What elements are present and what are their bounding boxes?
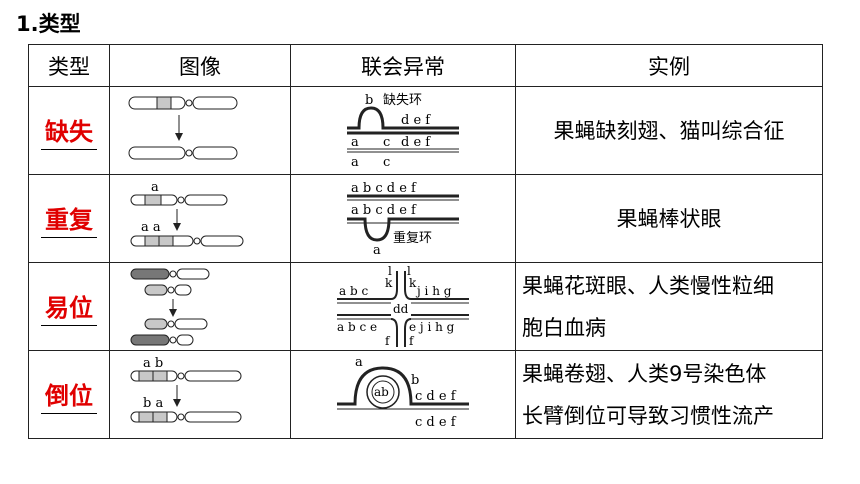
svg-text:f: f: [385, 334, 391, 348]
svg-text:b: b: [411, 373, 419, 388]
svg-text:a: a: [351, 135, 359, 150]
svg-text:e j i h g: e j i h g: [409, 320, 455, 334]
svg-text:a b c d e f: a b c d e f: [351, 203, 417, 218]
table-row: 缺失 b 缺失环 d e f: [28, 86, 823, 175]
svg-text:a a: a a: [141, 220, 161, 235]
svg-text:k: k: [409, 276, 417, 290]
svg-text:c: c: [383, 135, 390, 150]
inversion-loop-diagram: a ab b c d e f c d e f: [337, 355, 469, 430]
svg-text:l: l: [388, 265, 392, 278]
svg-text:k: k: [385, 276, 393, 290]
svg-text:f: f: [409, 334, 415, 348]
section-heading: 1.类型: [16, 12, 81, 36]
example-text-line-2: 长臂倒位可导致习惯性流产: [522, 403, 774, 428]
table-header-row: 类型 图像 联会异常 实例: [28, 44, 823, 87]
variation-type-table: 类型 图像 联会异常 实例 缺失: [28, 44, 823, 439]
example-text-line-2: 胞白血病: [522, 315, 606, 340]
deletion-chromosome-diagram: [128, 96, 238, 159]
table-row: 倒位 a b b a: [28, 350, 823, 439]
table-row: 重复 a a a a b c d e f: [28, 174, 823, 263]
svg-text:dd: dd: [393, 302, 409, 316]
example-text-line-1: 果蝇花斑眼、人类慢性粒细: [522, 273, 774, 298]
svg-text:a b c d e f: a b c d e f: [351, 181, 417, 196]
type-label: 易位: [41, 288, 97, 326]
svg-text:a b c e: a b c e: [337, 320, 377, 334]
example-text: 果蝇缺刻翅、猫叫综合征: [553, 118, 785, 143]
svg-text:a: a: [373, 243, 381, 258]
header-example: 实例: [515, 44, 823, 87]
svg-text:c d e f: c d e f: [415, 415, 457, 430]
translocation-cross-diagram: l l k k a b c j i h g dd a b c e e j i h…: [337, 265, 469, 348]
table-row: 易位: [28, 262, 823, 351]
svg-text:j i h g: j i h g: [415, 284, 452, 298]
header-synapsis: 联会异常: [290, 44, 516, 87]
svg-text:d e f: d e f: [401, 113, 431, 128]
svg-text:b a: b a: [143, 396, 163, 411]
svg-text:l: l: [407, 265, 411, 278]
svg-text:c: c: [383, 155, 390, 170]
duplication-loop-diagram: a b c d e f a b c d e f a 重复环: [347, 181, 459, 258]
example-text: 果蝇棒状眼: [616, 206, 722, 231]
type-label: 缺失: [41, 112, 97, 150]
svg-text:a b c: a b c: [339, 284, 368, 298]
svg-text:a: a: [355, 355, 363, 370]
header-type: 类型: [28, 44, 110, 87]
svg-text:重复环: 重复环: [393, 230, 432, 246]
example-text-line-1: 果蝇卷翅、人类9号染色体: [522, 361, 767, 386]
type-label: 倒位: [41, 376, 97, 414]
inversion-chromosome-diagram: a b b a: [130, 356, 242, 422]
svg-text:ab: ab: [374, 385, 389, 399]
duplication-chromosome-diagram: a a a: [130, 180, 244, 246]
type-label: 重复: [41, 200, 97, 238]
deletion-loop-diagram: b 缺失环 d e f a c d e f a c: [347, 93, 459, 170]
svg-text:缺失环: 缺失环: [383, 93, 422, 108]
svg-text:a b: a b: [143, 356, 163, 371]
svg-text:c d e f: c d e f: [415, 389, 457, 404]
svg-text:d e f: d e f: [401, 135, 431, 150]
svg-text:a: a: [151, 180, 159, 195]
svg-text:b: b: [365, 93, 373, 108]
translocation-chromosome-diagram: [130, 268, 210, 345]
svg-text:a: a: [351, 155, 359, 170]
header-image: 图像: [109, 44, 291, 87]
